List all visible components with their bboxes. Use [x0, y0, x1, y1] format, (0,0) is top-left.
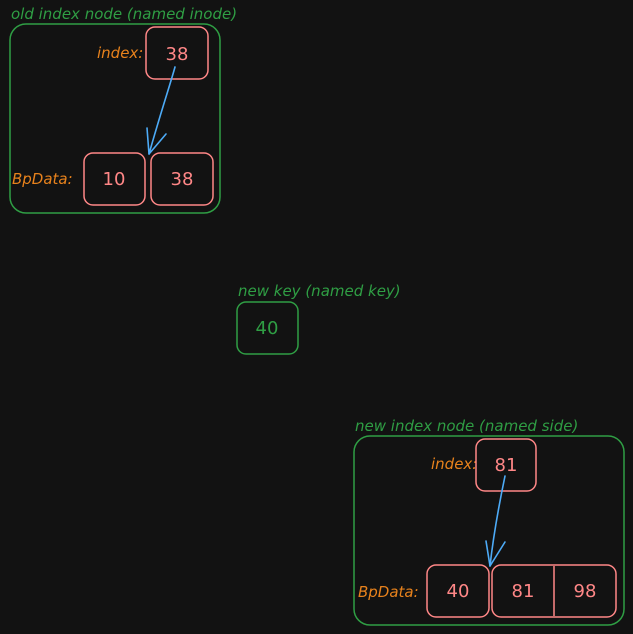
new-node-bpdata-value-1: 81 [512, 581, 535, 602]
old-node-container [9, 23, 221, 214]
old-node-bpdata-value-0: 10 [103, 169, 126, 190]
new-node-index-cell [475, 438, 537, 492]
new-node-bpdata-value-2: 98 [574, 581, 597, 602]
new-key: new key (named key) 40 [236, 282, 401, 355]
old-node-index-cell [145, 26, 209, 80]
old-index-node: old index node (named inode) index: 38 B… [9, 5, 237, 214]
old-node-index-value: 38 [166, 44, 189, 65]
old-node-bpdata-value-1: 38 [171, 169, 194, 190]
new-key-title: new key (named key) [238, 282, 401, 300]
new-node-index-value: 81 [495, 455, 518, 476]
new-node-title: new index node (named side) [355, 417, 578, 435]
new-node-bpdata-label: BpData: [358, 583, 419, 601]
old-node-bpdata-label: BpData: [12, 170, 73, 188]
new-node-bpdata-value-0: 40 [447, 581, 470, 602]
old-node-bpdata-cell-1 [150, 152, 214, 206]
old-node-index-label: index: [97, 44, 143, 62]
old-node-bpdata-cell-0 [83, 152, 146, 206]
new-node-bpdata-cell-group [491, 564, 617, 618]
new-node-container [353, 435, 625, 626]
new-key-value: 40 [256, 318, 279, 339]
new-node-index-label: index: [431, 455, 477, 473]
new-node-pointer-arrow [485, 475, 506, 567]
old-node-pointer-arrow [146, 66, 176, 155]
new-key-cell [236, 301, 299, 355]
new-node-bpdata-cell-0 [426, 564, 490, 618]
old-node-title: old index node (named inode) [11, 5, 237, 23]
new-index-node: new index node (named side) index: 81 Bp… [353, 417, 625, 626]
